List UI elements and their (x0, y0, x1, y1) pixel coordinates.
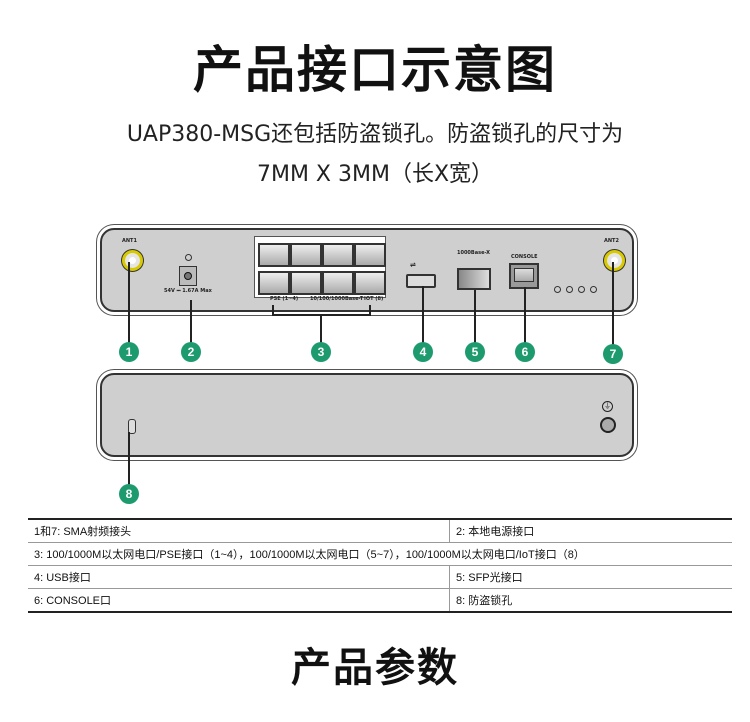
section-heading-params: 产品参数 (291, 645, 459, 691)
ant2-label: ANT2 (604, 238, 619, 244)
table-row: 4: USB接口 5: SFP光接口 (28, 565, 732, 589)
legend-cell: 5: SFP光接口 (449, 565, 732, 589)
iot-label: IOT (8) (364, 296, 384, 302)
legend-cell: 4: USB接口 (28, 565, 450, 589)
ant1-label: ANT1 (122, 238, 137, 244)
legend-cell: 6: CONSOLE口 (28, 588, 450, 613)
power-led-icon (185, 254, 192, 261)
subtitle-line-1: UAP380-MSG还包括防盗锁孔。防盗锁孔的尺寸为 (126, 122, 624, 147)
callout-line-3b (369, 305, 371, 315)
callout-line-2 (190, 300, 192, 344)
table-row: 6: CONSOLE口 8: 防盗锁孔 (28, 588, 732, 613)
callout-badge-5: 5 (465, 342, 485, 362)
callout-line-8 (128, 432, 130, 486)
callout-badge-1: 1 (119, 342, 139, 362)
led-pwr (578, 286, 585, 293)
pse-label: PSE (1~4) (270, 296, 299, 302)
callout-badge-3: 3 (311, 342, 331, 362)
power-label: 54V ⎓ 1.67A Max (164, 288, 212, 294)
ethernet-port (290, 243, 322, 267)
callout-badge-8: 8 (119, 484, 139, 504)
led-slot (554, 286, 561, 293)
legend-cell: 2: 本地电源接口 (449, 518, 732, 543)
callout-badge-2: 2 (181, 342, 201, 362)
callout-line-1 (128, 262, 130, 344)
sfp-label: 1000Base-X (457, 250, 490, 256)
ethernet-port (258, 271, 290, 295)
led-power (590, 286, 597, 293)
table-row: 3: 100/1000M以太网电口/PSE接口（1~4），100/1000M以太… (28, 542, 732, 566)
ethernet-port (258, 243, 290, 267)
sfp-port (457, 268, 491, 290)
console-port (509, 263, 539, 289)
interface-legend-table: 1和7: SMA射频接头 2: 本地电源接口 3: 100/1000M以太网电口… (28, 518, 732, 613)
legend-cell: 8: 防盗锁孔 (449, 588, 732, 613)
usb-icon: ⇌ (410, 261, 416, 269)
legend-cell: 3: 100/1000M以太网电口/PSE接口（1~4），100/1000M以太… (28, 542, 732, 566)
power-jack (179, 266, 197, 286)
callout-line-3 (320, 314, 322, 344)
front-panel: ANT1 54V ⎓ 1.67A Max PSE (1~4) 10/100/10… (100, 228, 634, 312)
base-t-label: 10/100/1000Base-T (310, 296, 364, 302)
ethernet-port (354, 271, 386, 295)
usb-port (406, 274, 436, 288)
ethernet-port-block (254, 236, 386, 298)
callout-line-5 (474, 290, 476, 344)
table-row: 1和7: SMA射频接头 2: 本地电源接口 (28, 518, 732, 543)
callout-line-7 (612, 262, 614, 346)
callout-badge-4: 4 (413, 342, 433, 362)
callout-badge-6: 6 (515, 342, 535, 362)
ethernet-port (322, 271, 354, 295)
sma-connector-right (604, 250, 625, 271)
callout-line-4 (422, 286, 424, 344)
ethernet-port (322, 243, 354, 267)
callout-line-6 (524, 287, 526, 344)
rear-panel: ⏚ (100, 373, 634, 457)
ethernet-port (354, 243, 386, 267)
sma-connector-left (122, 250, 143, 271)
console-label: CONSOLE (511, 254, 538, 260)
page-title: 产品接口示意图 (193, 41, 557, 99)
led-sys (566, 286, 573, 293)
ground-screw-icon (600, 417, 616, 433)
ethernet-port (290, 271, 322, 295)
legend-cell: 1和7: SMA射频接头 (28, 518, 450, 543)
subtitle-line-2: 7MM X 3MM（长X宽） (256, 162, 494, 187)
ground-icon: ⏚ (602, 401, 613, 412)
callout-line-3a (272, 305, 274, 315)
callout-badge-7: 7 (603, 344, 623, 364)
security-lock-slot (128, 419, 136, 434)
